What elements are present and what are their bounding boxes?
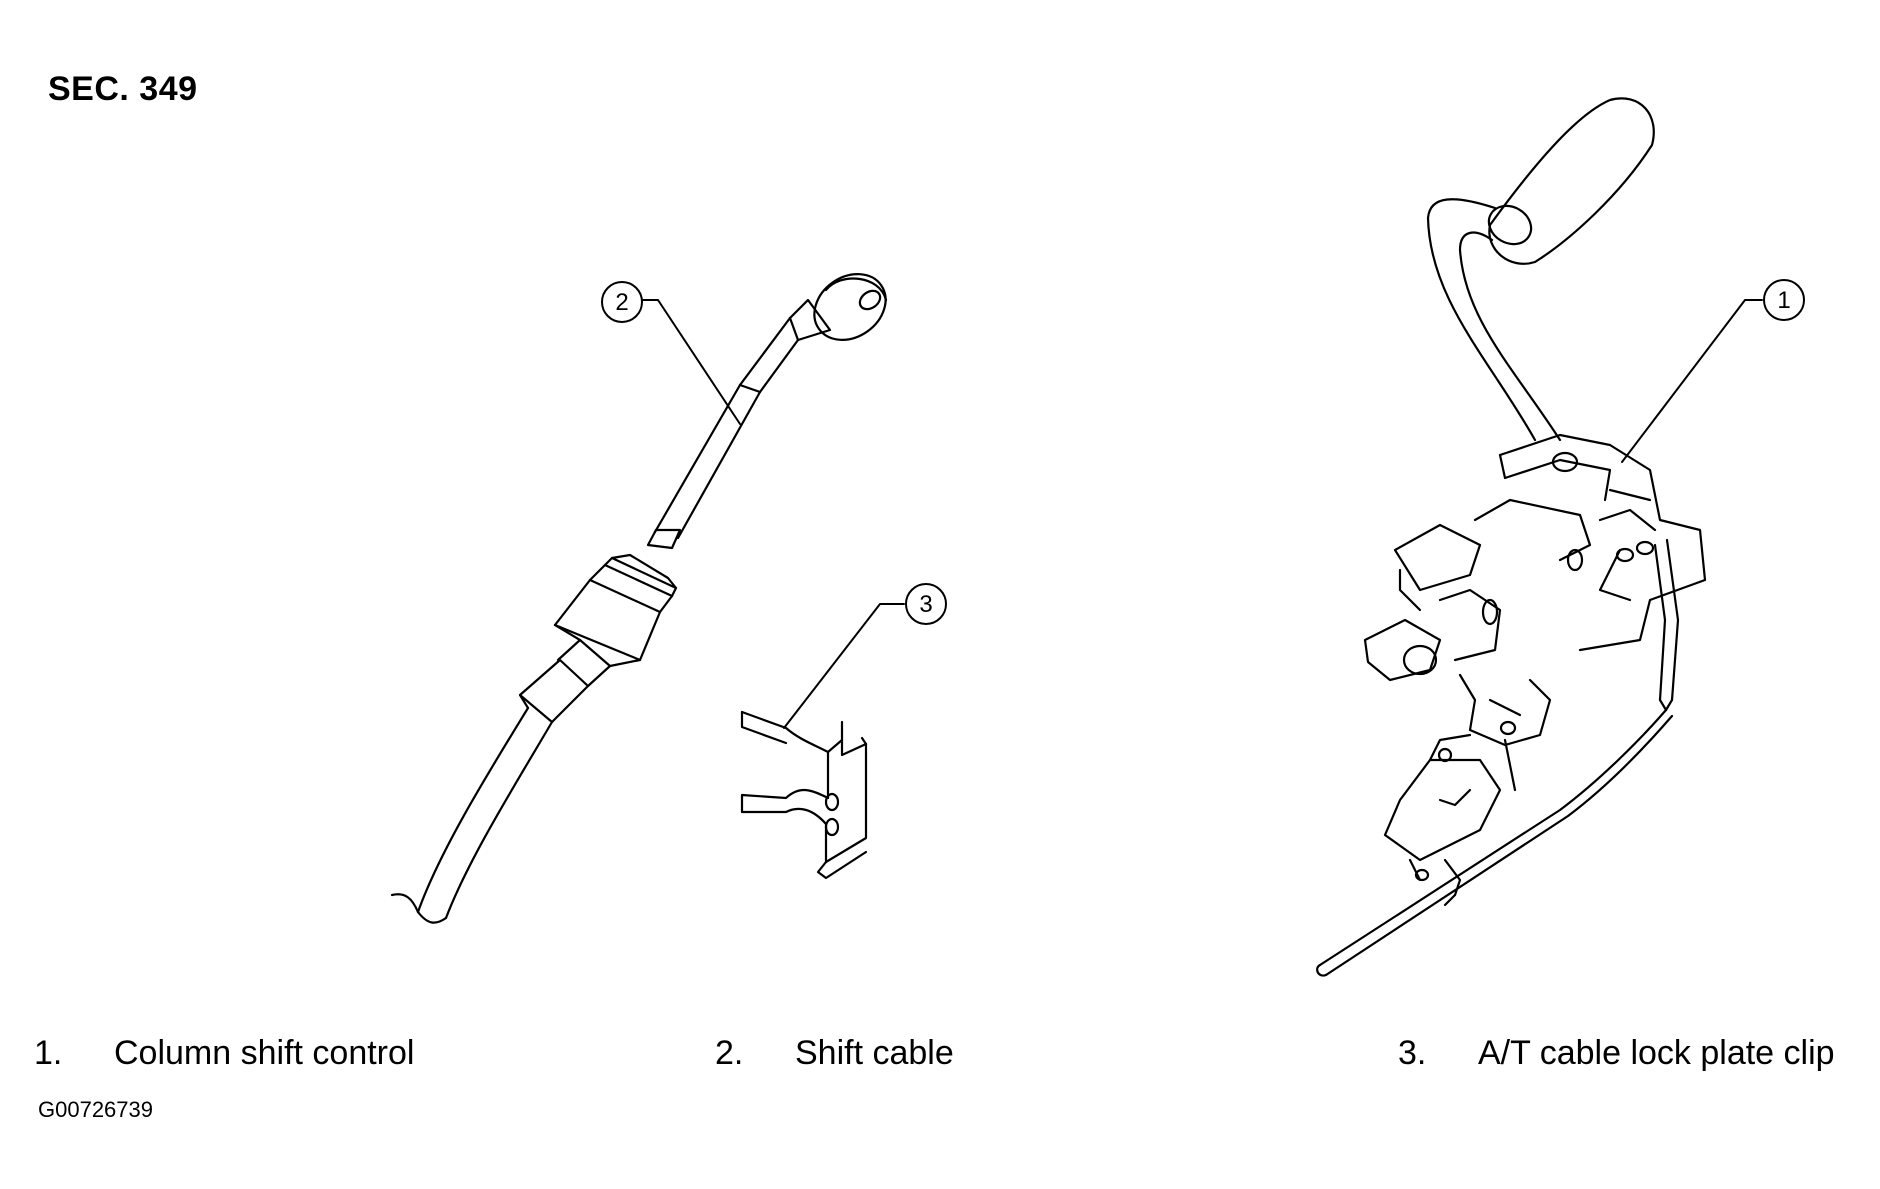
figure-id: G00726739 bbox=[38, 1097, 153, 1122]
callout-3: 3 bbox=[905, 583, 947, 625]
legend-item-lock-plate-clip: 3. A/T cable lock plate clip bbox=[1398, 1034, 1835, 1073]
legend-label: Column shift control bbox=[114, 1034, 415, 1072]
callout-2: 2 bbox=[601, 281, 643, 323]
callout-1-label: 1 bbox=[1777, 287, 1790, 314]
legend-number: 3. bbox=[1398, 1034, 1427, 1072]
column-shift-control-drawing bbox=[1316, 97, 1707, 977]
callout-leaders bbox=[641, 299, 1763, 729]
callout-1: 1 bbox=[1763, 279, 1805, 321]
shift-cable-drawing bbox=[390, 273, 888, 924]
legend-label: Shift cable bbox=[795, 1034, 954, 1072]
callout-3-label: 3 bbox=[919, 591, 932, 618]
legend-number: 2. bbox=[715, 1034, 744, 1072]
legend-label: A/T cable lock plate clip bbox=[1478, 1034, 1835, 1072]
section-title: SEC. 349 bbox=[48, 70, 198, 108]
legend-number: 1. bbox=[34, 1034, 63, 1072]
legend-item-column-shift-control: 1. Column shift control bbox=[34, 1034, 414, 1073]
legend-item-shift-cable: 2. Shift cable bbox=[715, 1034, 954, 1073]
callout-2-label: 2 bbox=[615, 289, 628, 316]
lock-plate-clip-drawing bbox=[740, 710, 868, 880]
